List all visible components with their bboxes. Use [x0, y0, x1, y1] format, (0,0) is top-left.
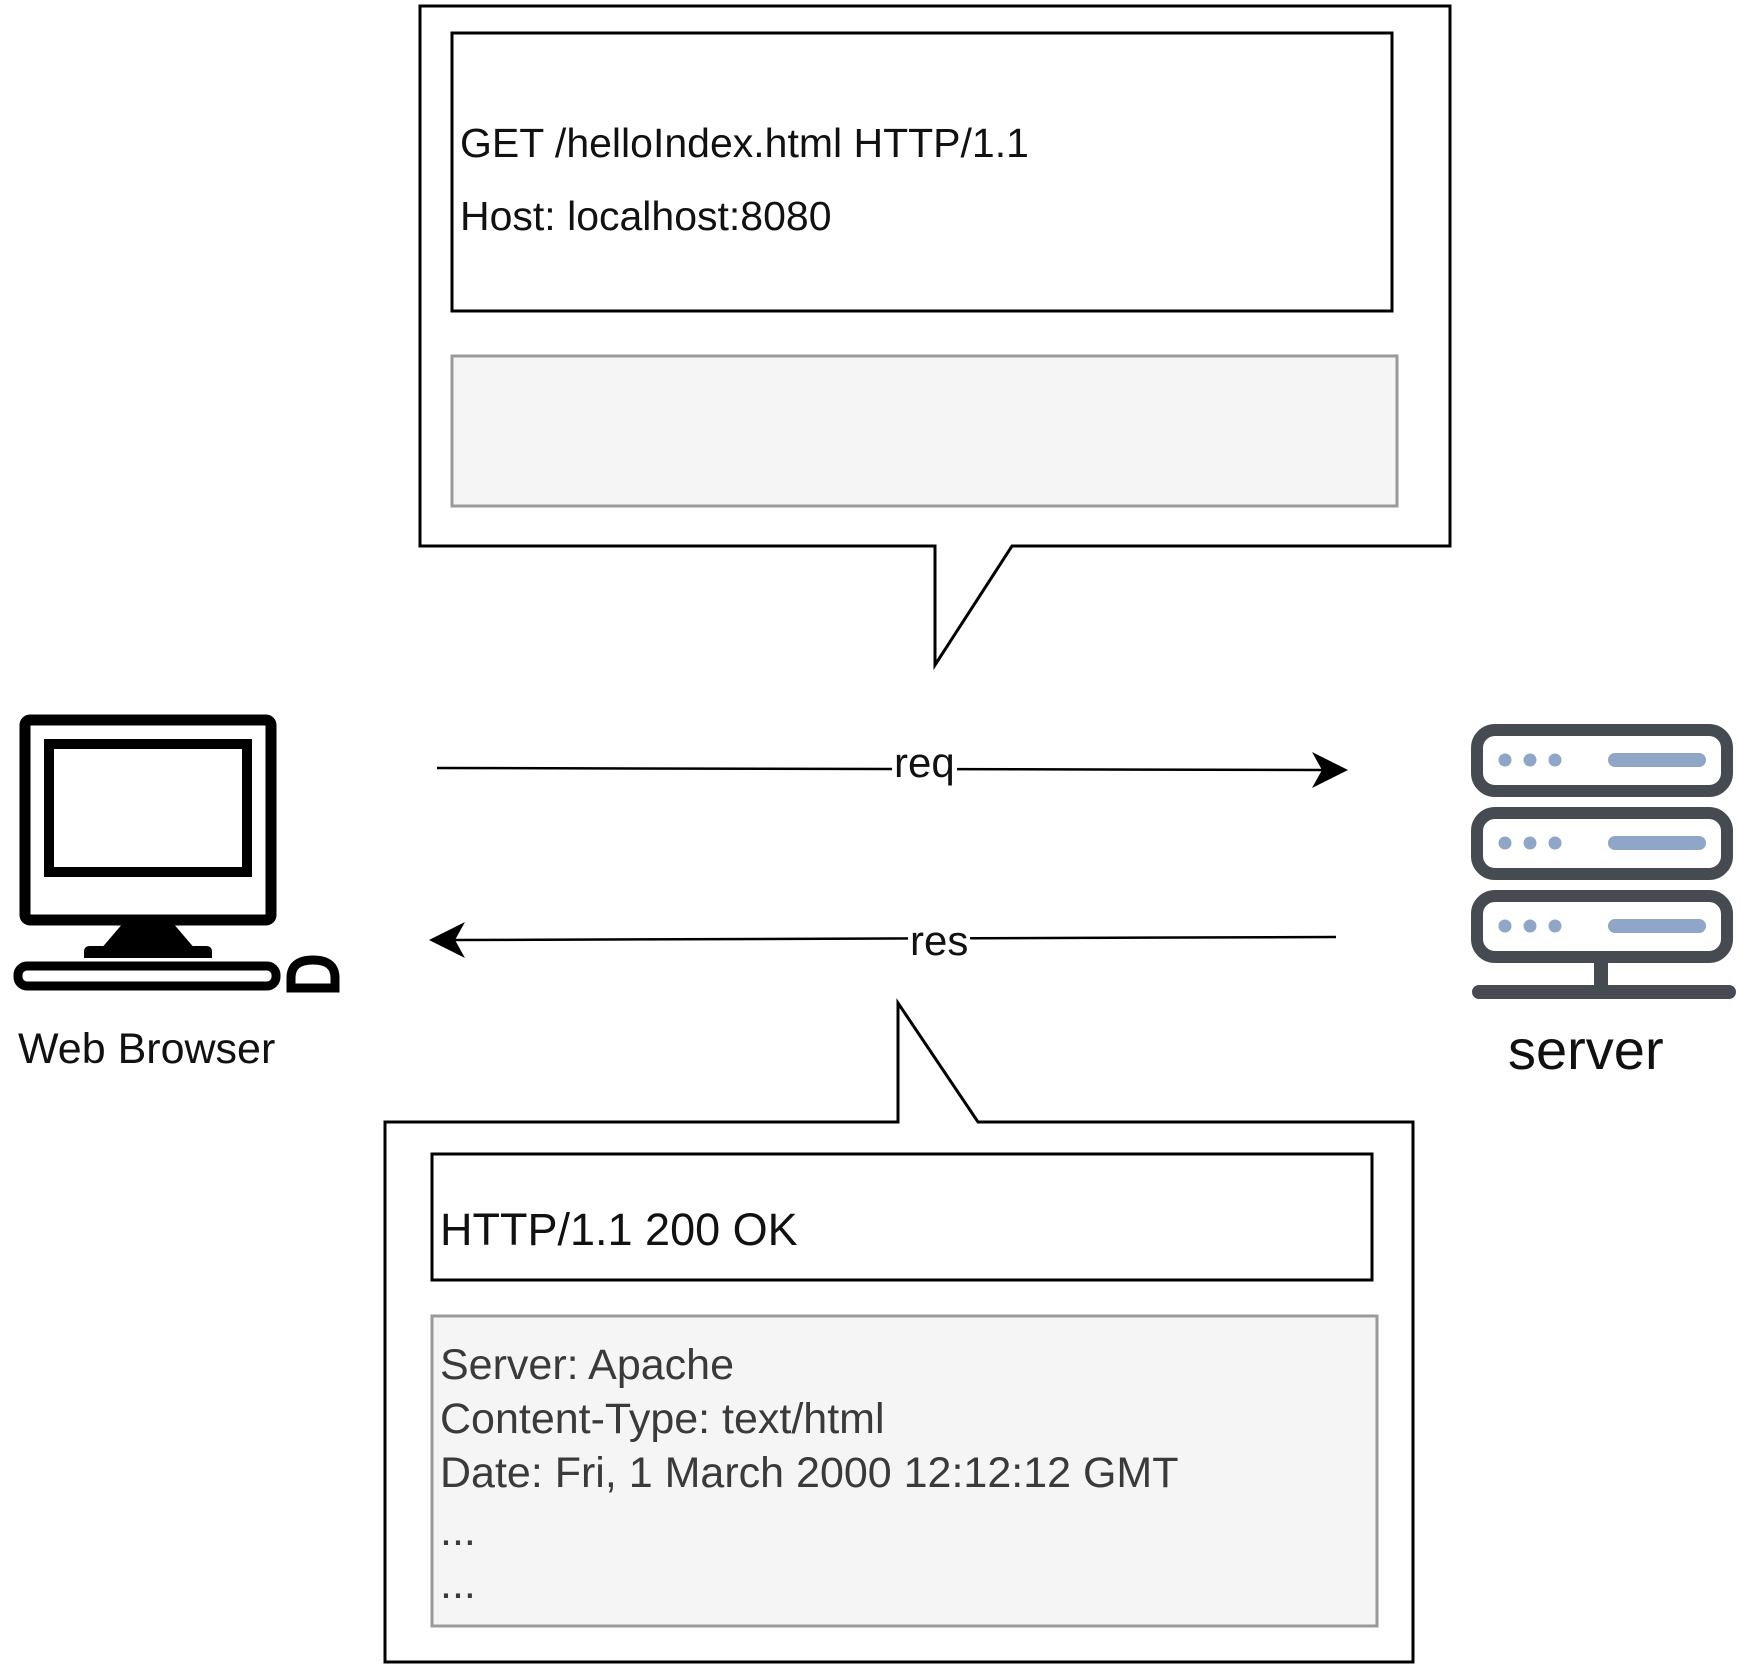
request-start-line: GET /helloIndex.html HTTP/1.1	[460, 120, 1029, 166]
response-header-line: ...	[440, 1507, 476, 1555]
client-label: Web Browser	[18, 1025, 276, 1073]
request-arrowhead	[1312, 752, 1348, 788]
request-arrow-line	[436, 766, 1326, 772]
response-status-line: HTTP/1.1 200 OK	[440, 1204, 798, 1255]
response-status-box	[430, 1152, 1374, 1282]
server-rack-icon	[1471, 724, 1736, 999]
response-arrowhead	[429, 922, 465, 958]
response-header-line: ...	[440, 1560, 476, 1608]
request-edge-label: req	[892, 739, 957, 786]
response-arrow-line	[454, 935, 1337, 942]
desktop-computer-icon	[13, 714, 340, 993]
response-header-line: Server: Apache	[440, 1341, 735, 1389]
request-host-header: Host: localhost:8080	[460, 193, 832, 239]
response-edge-label: res	[908, 917, 971, 964]
request-start-line-box	[450, 31, 1394, 313]
response-header-line: Content-Type: text/html	[440, 1395, 885, 1443]
response-header-line: Date: Fri, 1 March 2000 12:12:12 GMT	[440, 1449, 1179, 1497]
request-body-box	[450, 354, 1399, 508]
server-label: server	[1508, 1018, 1664, 1081]
response-headers-box	[430, 1314, 1379, 1628]
